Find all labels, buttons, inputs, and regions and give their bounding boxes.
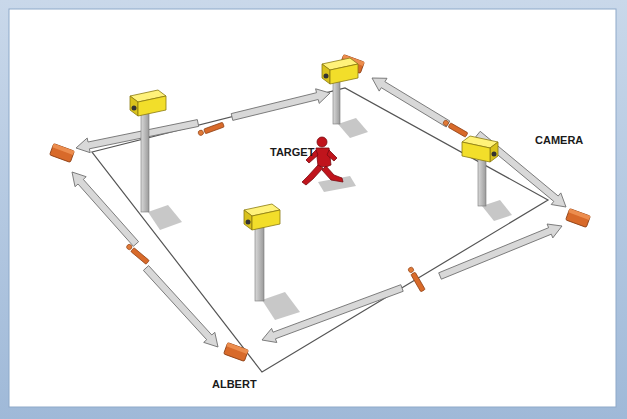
shape: [324, 74, 329, 79]
small-robot: [442, 119, 468, 137]
shape: [448, 123, 468, 137]
shape: [490, 142, 498, 162]
path-arrow: [143, 266, 218, 347]
shape: [50, 144, 75, 163]
shape: [204, 122, 225, 134]
camera: [244, 204, 280, 230]
shape: [568, 209, 590, 220]
part-label: CAMERA: [535, 134, 583, 147]
path-arrow: [262, 285, 403, 343]
path-arrow: [72, 172, 139, 246]
albert-robot: [224, 343, 249, 362]
shape: [492, 152, 497, 157]
poles: [141, 78, 486, 301]
path-arrow: [439, 224, 562, 279]
robots: [50, 55, 591, 362]
shape: [132, 106, 137, 111]
shape: [130, 96, 138, 116]
path-arrow: [231, 89, 330, 121]
path-arrow: [372, 78, 450, 127]
shape: [407, 266, 414, 273]
camera: [322, 58, 358, 84]
target-figure: [302, 137, 343, 185]
shape: [411, 272, 425, 292]
part-label: TARGET: [270, 146, 314, 159]
shape: [322, 64, 330, 84]
part-label: ALBERT: [212, 378, 257, 391]
shape: [131, 248, 150, 265]
cameras: [130, 58, 498, 230]
small-robot: [198, 122, 225, 136]
shape: [462, 142, 490, 162]
albert-robot: [566, 209, 591, 228]
camera: [130, 90, 166, 116]
shadows: [148, 118, 512, 320]
small-robot: [126, 243, 150, 264]
shape: [330, 64, 358, 84]
shape: [224, 343, 249, 362]
shape: [52, 144, 74, 155]
shape: [198, 129, 205, 136]
arrows: [72, 78, 566, 347]
path-arrow: [76, 120, 199, 153]
camera: [462, 136, 498, 162]
shape: [244, 210, 252, 230]
shape: [246, 220, 251, 225]
shape: [126, 243, 133, 250]
albert-robot: [50, 144, 75, 163]
shape: [566, 209, 591, 228]
panel: [9, 9, 616, 407]
shape: [226, 343, 248, 354]
shape: [252, 210, 280, 230]
small-robot: [407, 266, 425, 292]
shape: [442, 119, 449, 126]
shape: [138, 96, 166, 116]
